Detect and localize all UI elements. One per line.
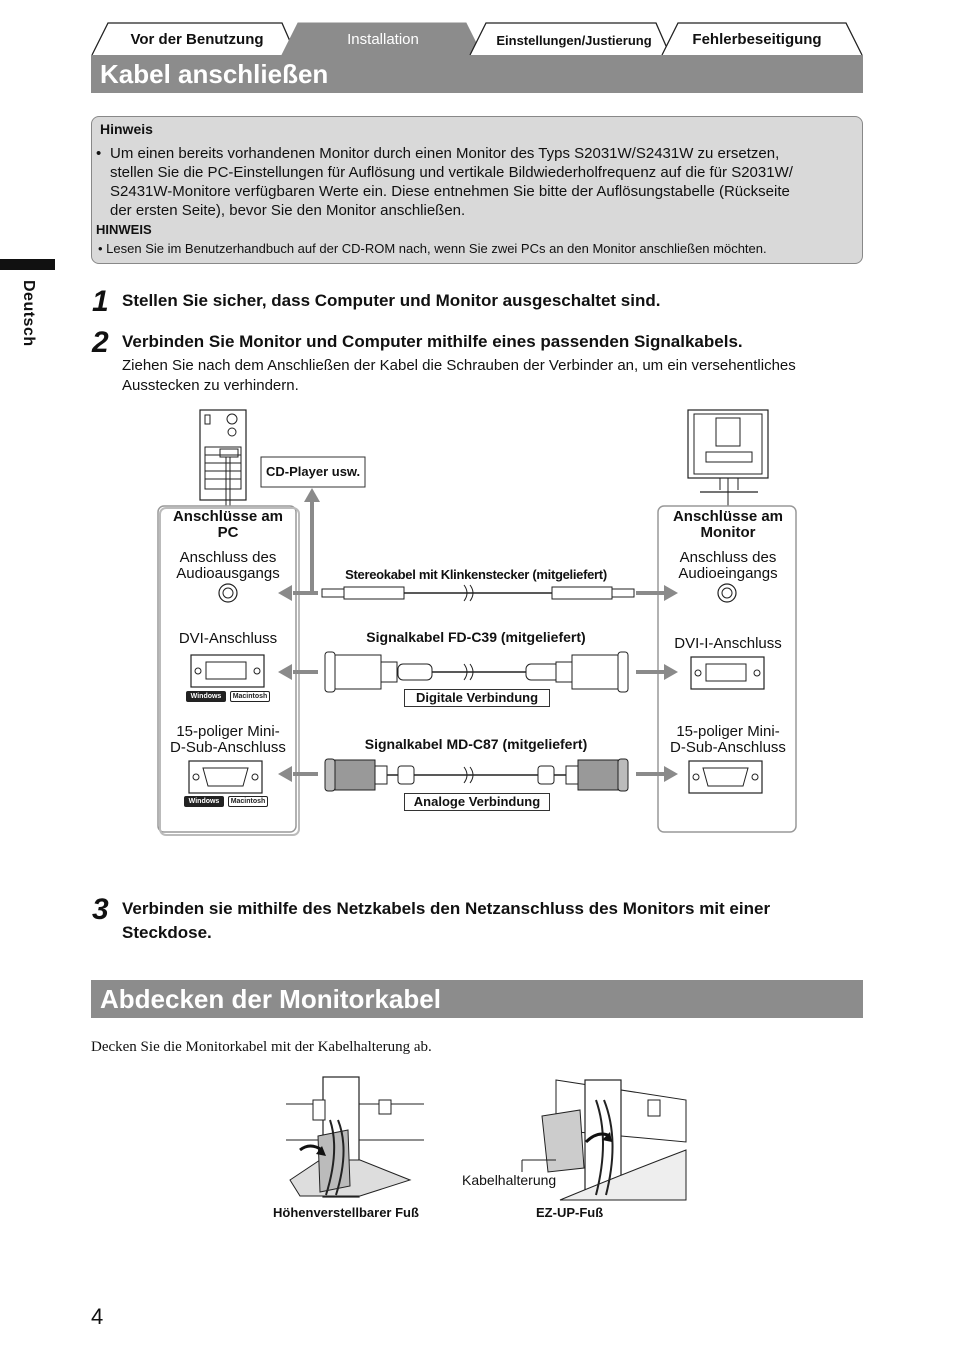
step-description: Ausstecken zu verhindern.: [122, 377, 299, 394]
hinweis-line: S2431W-Monitore verfügbaren Werte ein. D…: [110, 183, 790, 200]
connection-diagram: [157, 409, 797, 836]
dsub-cable-label: Signalkabel MD-C87 (mitgeliefert): [364, 736, 588, 752]
monitor-header: Anschlüsse am Monitor: [660, 509, 796, 541]
monitor-header-line: Monitor: [700, 524, 756, 541]
pc-audio-line: Anschluss des: [179, 549, 277, 566]
tab-einstellungen[interactable]: Einstellungen/Justierung: [496, 33, 652, 48]
tab-fehlerbeseitigung[interactable]: Fehlerbeseitigung: [692, 31, 822, 48]
pc-dsub-line: D-Sub-Anschluss: [170, 739, 286, 756]
dvi-cable-label: Signalkabel FD-C39 (mitgeliefert): [366, 629, 586, 645]
step-number: 2: [92, 326, 109, 359]
monitor-header-line: Anschlüsse am: [672, 508, 784, 525]
caption-height-adjustable: Höhenverstellbarer Fuß: [273, 1205, 419, 1220]
pc-dsub-line: 15-poliger Mini-: [176, 723, 280, 740]
ez-up-stand-illustration: [521, 1079, 687, 1201]
monitor-dvi-label: DVI-I-Anschluss: [674, 635, 782, 652]
side-tab-marker: [0, 259, 55, 270]
section-title: Abdecken der Monitorkabel: [100, 984, 441, 1014]
monitor-audio-line: Anschluss des: [679, 549, 777, 566]
kabelhalterung-label: Kabelhalterung: [462, 1172, 557, 1188]
pc-header-line: Anschlüsse am: [172, 508, 284, 525]
hinweis-heading: Hinweis: [100, 121, 153, 137]
macintosh-badge: Macintosh: [230, 691, 270, 702]
step-number: 3: [92, 893, 109, 926]
tab-installation[interactable]: Installation: [347, 31, 419, 48]
step-title: Stellen Sie sicher, dass Computer und Mo…: [122, 291, 661, 310]
digital-connection-label: Digitale Verbindung: [404, 689, 550, 707]
monitor-dsub-label: 15-poliger Mini- D-Sub-Anschluss: [660, 724, 796, 756]
hinweis-line: der ersten Seite), bevor Sie den Monitor…: [110, 202, 466, 219]
hinweis-heading-2: HINWEIS: [96, 222, 152, 237]
step-title: Verbinden sie mithilfe des Netzkabels de…: [122, 899, 771, 918]
pc-header-line: PC: [217, 524, 239, 541]
step-title: Steckdose.: [122, 923, 212, 942]
windows-badge: Windows: [184, 796, 224, 807]
page-number: 4: [91, 1304, 104, 1329]
monitor-dsub-line: 15-poliger Mini-: [676, 723, 780, 740]
pc-audio-line: Audioausgangs: [176, 565, 280, 582]
cd-player-box: [260, 456, 366, 488]
monitor-dsub-line: D-Sub-Anschluss: [670, 739, 786, 756]
monitor-rear-illustration: [687, 409, 769, 506]
pc-dsub-label: 15-poliger Mini- D-Sub-Anschluss: [160, 724, 296, 756]
hinweis-text-2: • Lesen Sie im Benutzerhandbuch auf der …: [98, 241, 767, 256]
section-header-cover: Abdecken der Monitorkabel: [91, 980, 863, 1018]
hinweis-line: Um einen bereits vorhandenen Monitor dur…: [110, 145, 780, 162]
pc-dvi-label: DVI-Anschluss: [178, 630, 278, 647]
step-title: Verbinden Sie Monitor und Computer mithi…: [122, 332, 743, 351]
macintosh-badge: Macintosh: [228, 796, 268, 807]
analog-connection-label: Analoge Verbindung: [404, 793, 550, 811]
cd-player-label: CD-Player usw.: [266, 464, 361, 479]
section-title: Kabel anschließen: [100, 59, 329, 89]
pc-tower-illustration: [199, 409, 247, 506]
hinweis-line: stellen Sie die PC-Einstellungen für Auf…: [110, 164, 793, 181]
step-number: 1: [92, 285, 109, 318]
audio-cable-label: Stereokabel mit Klinkenstecker (mitgelie…: [345, 567, 607, 582]
bullet: •: [96, 145, 102, 162]
cover-instruction: Decken Sie die Monitorkabel mit der Kabe…: [91, 1039, 432, 1055]
caption-ez-up: EZ-UP-Fuß: [536, 1205, 604, 1220]
cable-holder-illustrations: [286, 1076, 687, 1201]
tab-vor-der-benutzung[interactable]: Vor der Benutzung: [130, 31, 264, 48]
monitor-audio-label: Anschluss des Audioeingangs: [660, 550, 796, 582]
pc-audio-label: Anschluss des Audioausgangs: [160, 550, 296, 582]
section-header-cables: Kabel anschließen: [91, 55, 863, 93]
windows-badge: Windows: [186, 691, 226, 702]
monitor-audio-line: Audioeingangs: [678, 565, 778, 582]
side-tab-language: Deutsch: [20, 280, 37, 347]
height-adjustable-stand-illustration: [286, 1076, 424, 1198]
pc-header: Anschlüsse am PC: [160, 509, 296, 541]
step-description: Ziehen Sie nach dem Anschließen der Kabe…: [122, 357, 796, 374]
hinweis-box: Hinweis • Um einen bereits vorhandenen M…: [91, 116, 863, 264]
